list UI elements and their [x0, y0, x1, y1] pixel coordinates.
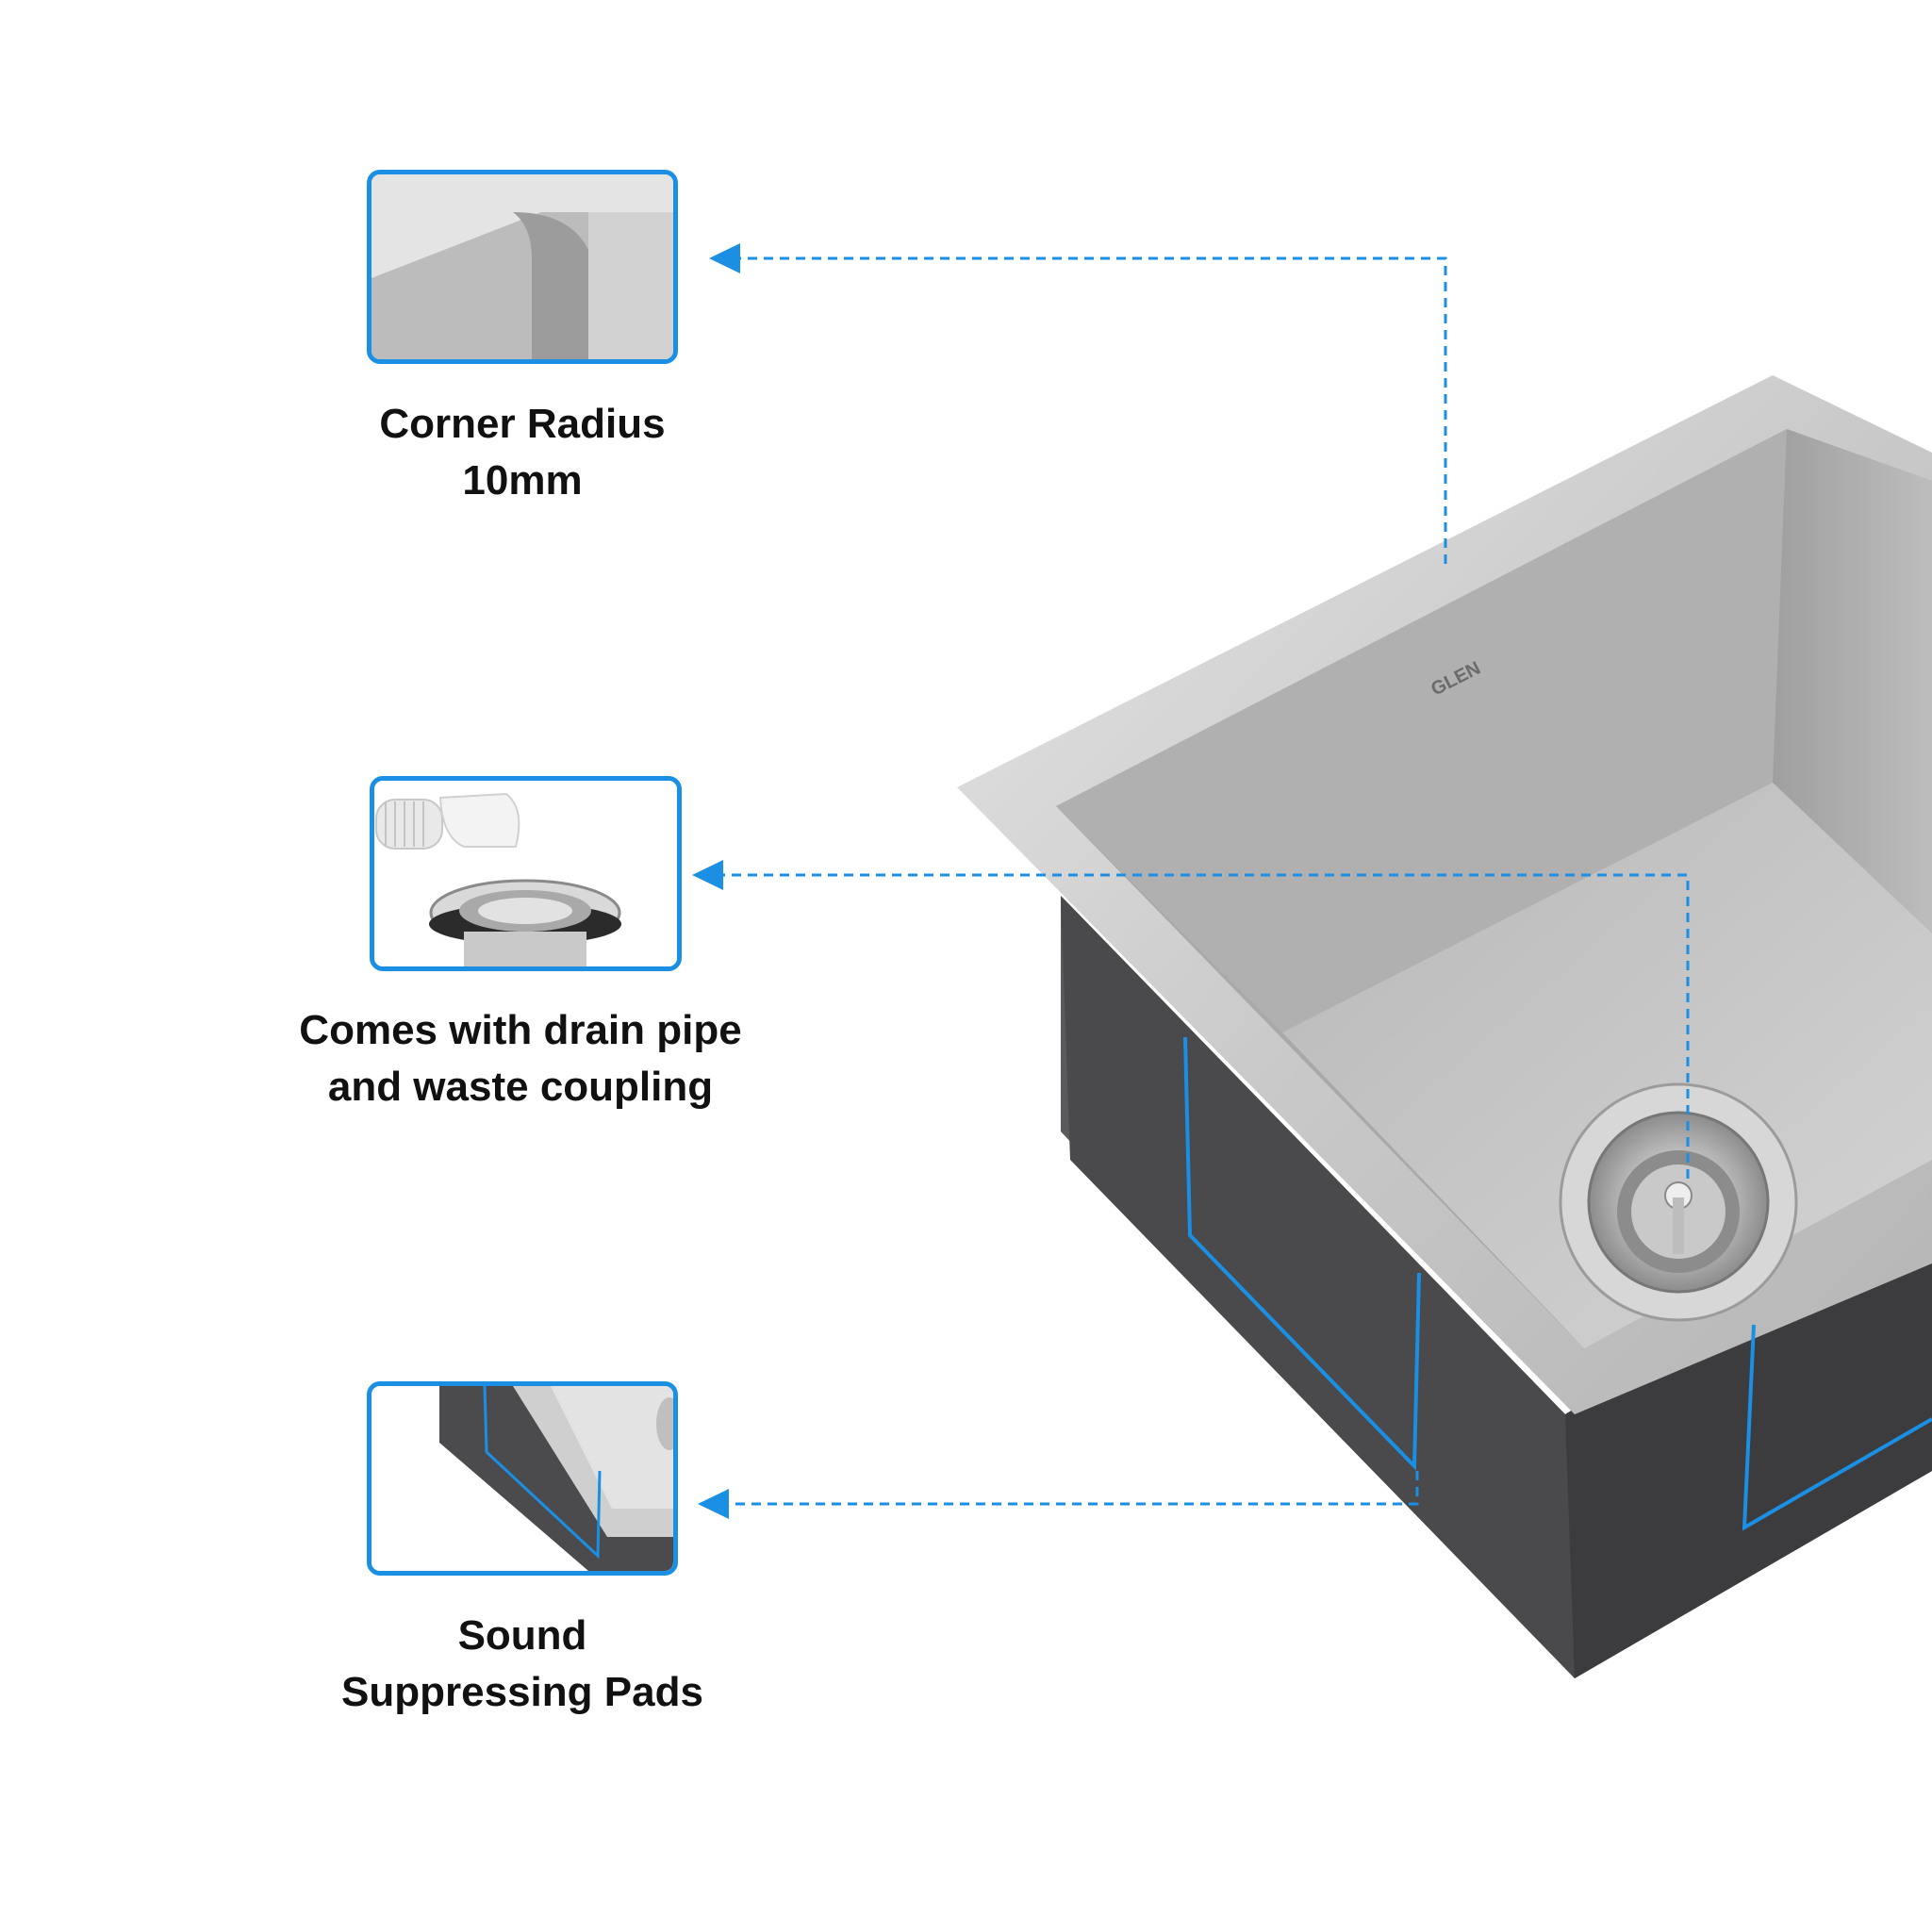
caption-line: Corner Radius: [379, 401, 666, 447]
drain-pipe-icon: [374, 781, 677, 966]
feature-caption-corner-radius: Corner Radius 10mm: [315, 396, 730, 509]
sink-corner-icon: [372, 174, 673, 359]
sound-pad-icon: [372, 1386, 673, 1571]
caption-line: Comes with drain pipe: [299, 1007, 742, 1053]
caption-line: Sound: [457, 1612, 587, 1659]
feature-caption-sound-pads: Sound Suppressing Pads: [315, 1608, 730, 1721]
feature-caption-drain-pipe: Comes with drain pipe and waste coupling: [266, 1002, 775, 1115]
drain-pipe-thumbnail: [370, 776, 682, 971]
corner-radius-thumbnail: [367, 170, 678, 364]
caption-line: 10mm: [462, 457, 583, 504]
caption-line: and waste coupling: [327, 1064, 714, 1110]
caption-line: Suppressing Pads: [341, 1669, 703, 1715]
sound-pad-thumbnail: [367, 1381, 678, 1576]
